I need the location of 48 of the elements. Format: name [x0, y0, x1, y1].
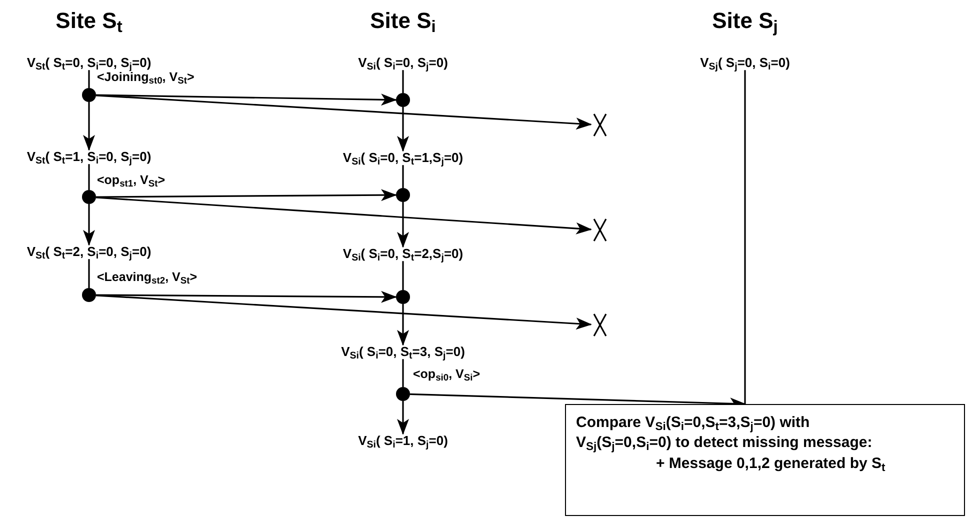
state-vector-label: V$_{Si}$( S$_{i}$=1, S$_{j}$=0): [358, 434, 448, 448]
arrow: [96, 196, 592, 234]
message-label: <Leaving$_{st2}$, V$_{St}$>: [96, 271, 198, 285]
event-dot: [82, 88, 96, 102]
note-box: [565, 404, 965, 516]
state-vector-label: V$_{St}$( S$_{t}$=1, S$_{i}$=0, S$_{j}$=0): [26, 150, 152, 164]
line: [402, 261, 404, 290]
state-vector-label: V$_{St}$( S$_{t}$=2, S$_{i}$=0, S$_{j}$=0): [26, 244, 152, 260]
line: [402, 70, 404, 93]
state-vector-label: V$_{Si}$( S$_{i}$=0, S$_{t}$=1,S$_{j}$=0): [342, 150, 464, 166]
cross-mark: [591, 312, 609, 338]
state-vector-label: V$_{Sj}$( S$_{j}$=0, S$_{i}$=0): [700, 56, 790, 70]
arrow: [83, 204, 95, 246]
arrow: [96, 94, 592, 130]
line: [744, 70, 746, 404]
line: [88, 164, 90, 190]
line: [88, 259, 90, 288]
event-dot: [396, 93, 410, 107]
message-label: <op$_{st1}$, V$_{St}$>: [96, 174, 166, 188]
cross-mark: [591, 112, 609, 138]
line: [402, 359, 404, 387]
event-dot: [396, 290, 410, 304]
column-heading: Site S$_{t}$: [56, 8, 122, 34]
state-vector-label: V$_{Si}$( S$_{i}$=0, S$_{t}$=2,S$_{j}$=0): [342, 246, 464, 262]
message-label: <Joining$_{st0}$, V$_{St}$>: [96, 71, 196, 85]
event-dot: [396, 188, 410, 202]
arrow: [397, 202, 409, 248]
event-dot: [82, 288, 96, 302]
event-dot: [82, 190, 96, 204]
arrow: [96, 94, 397, 106]
line: [88, 70, 90, 88]
cross-mark: [591, 217, 609, 243]
column-heading: Site S$_{i}$: [370, 8, 436, 34]
note-text: + Message 0,1,2 generated by S$_{t}$: [655, 454, 886, 474]
arrow: [83, 102, 95, 151]
arrow: [397, 304, 409, 346]
state-vector-label: V$_{Si}$( S$_{i}$=0, S$_{j}$=0): [358, 56, 448, 70]
arrow: [96, 189, 397, 202]
arrow: [397, 401, 409, 435]
event-dot: [396, 387, 410, 401]
message-label: <op$_{si0}$, V$_{Si}$>: [412, 368, 482, 382]
state-vector-label: V$_{Si}$( S$_{i}$=0, S$_{t}$=3, S$_{j}$=0): [341, 344, 465, 360]
arrow: [96, 290, 397, 303]
note-text: Compare V$_{Si}$(S$_{i}$=0,S$_{t}$=3,S$_{j}$=0) with V$_{Sj}$(S$_{j}$=0,S$_{i}$=0) to detect missing message:: [576, 413, 874, 454]
line: [402, 165, 404, 188]
arrow: [397, 107, 409, 152]
column-heading: Site S$_{j}$: [712, 8, 778, 34]
arrow: [96, 294, 592, 330]
